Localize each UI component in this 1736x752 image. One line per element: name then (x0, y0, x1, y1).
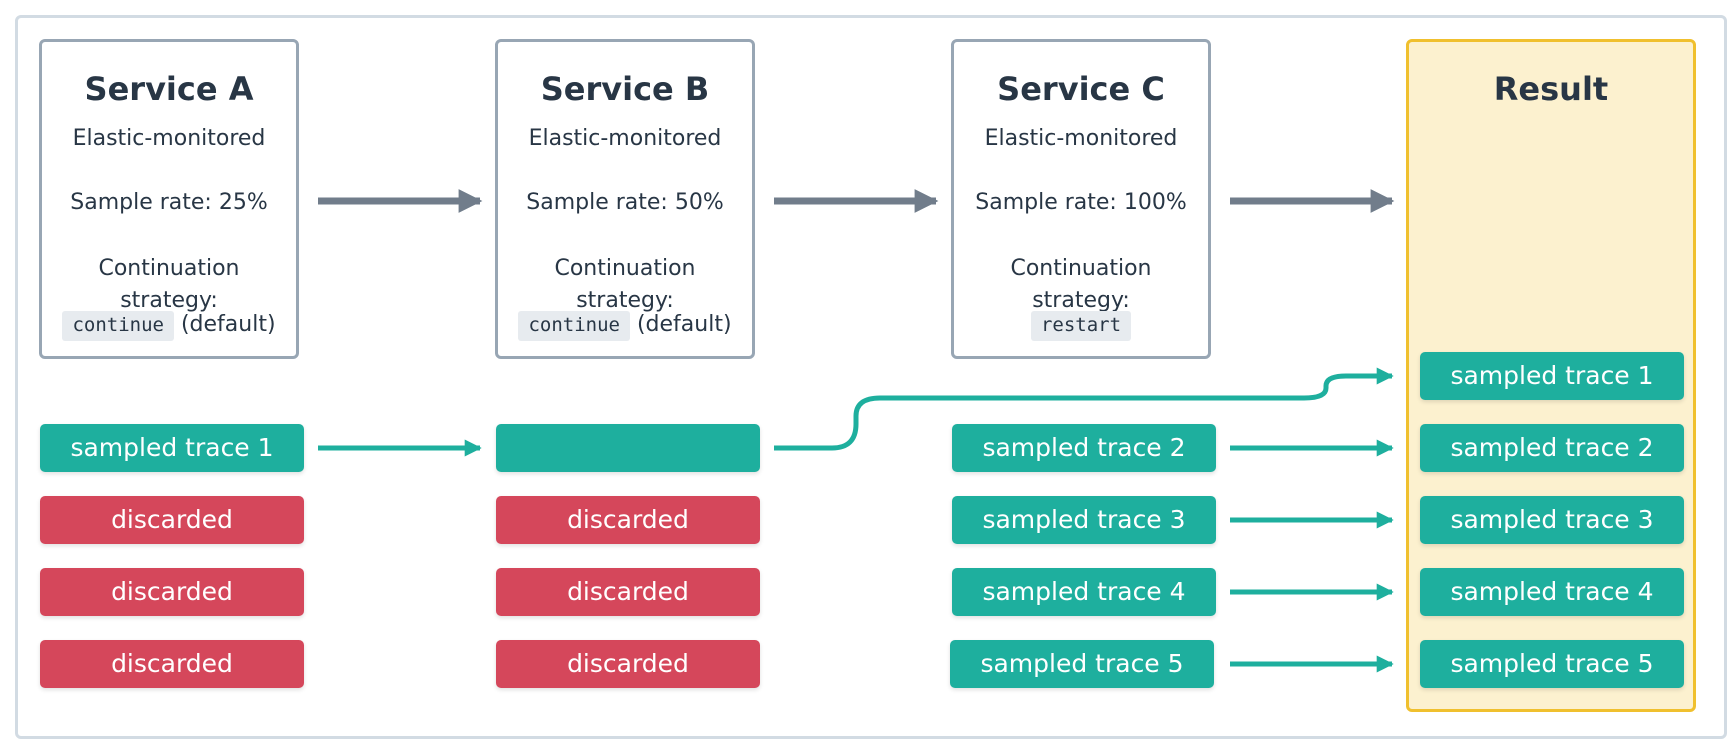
result-trace-5: sampled trace 5 (1420, 640, 1684, 688)
service-strategy-value: restart (954, 311, 1208, 341)
service-c-trace-3: sampled trace 3 (952, 496, 1216, 544)
service-b-trace-1 (496, 424, 760, 472)
service-b-discarded-4: discarded (496, 640, 760, 688)
service-monitoring: Elastic-monitored (984, 126, 1178, 151)
service-b-discarded-3: discarded (496, 568, 760, 616)
service-strategy-label: Continuation strategy: (554, 256, 696, 313)
service-monitoring: Elastic-monitored (72, 126, 266, 151)
service-strategy-value: continue (default) (498, 311, 752, 341)
strategy-note: (default) (636, 312, 732, 337)
service-title: Service B (540, 70, 710, 108)
service-a-discarded-4: discarded (40, 640, 304, 688)
service-c-trace-5: sampled trace 5 (950, 640, 1214, 688)
service-title: Service C (997, 70, 1165, 108)
service-c-box: Service C Elastic-monitored Sample rate:… (951, 39, 1211, 359)
service-a-discarded-2: discarded (40, 496, 304, 544)
result-trace-2: sampled trace 2 (1420, 424, 1684, 472)
service-c-trace-4: sampled trace 4 (952, 568, 1216, 616)
service-sample-rate: Sample rate: 25% (70, 190, 268, 215)
service-strategy-label: Continuation strategy: (1010, 256, 1152, 313)
service-sample-rate: Sample rate: 50% (526, 190, 724, 215)
result-trace-4: sampled trace 4 (1420, 568, 1684, 616)
service-strategy-value: continue (default) (42, 311, 296, 341)
service-a-box: Service A Elastic-monitored Sample rate:… (39, 39, 299, 359)
service-strategy-label: Continuation strategy: (98, 256, 240, 313)
strategy-note: (default) (180, 312, 276, 337)
service-monitoring: Elastic-monitored (528, 126, 722, 151)
strategy-code: continue (62, 311, 174, 341)
service-title: Service A (84, 70, 254, 108)
service-a-trace-1: sampled trace 1 (40, 424, 304, 472)
service-b-discarded-2: discarded (496, 496, 760, 544)
trace-arrow-b-to-result (774, 367, 1394, 451)
strategy-code: continue (518, 311, 630, 341)
service-sample-rate: Sample rate: 100% (975, 190, 1187, 215)
service-a-discarded-3: discarded (40, 568, 304, 616)
service-c-trace-2: sampled trace 2 (952, 424, 1216, 472)
result-trace-1: sampled trace 1 (1420, 352, 1684, 400)
result-title: Result (1493, 70, 1609, 108)
strategy-code: restart (1030, 311, 1132, 341)
result-trace-3: sampled trace 3 (1420, 496, 1684, 544)
service-b-box: Service B Elastic-monitored Sample rate:… (495, 39, 755, 359)
